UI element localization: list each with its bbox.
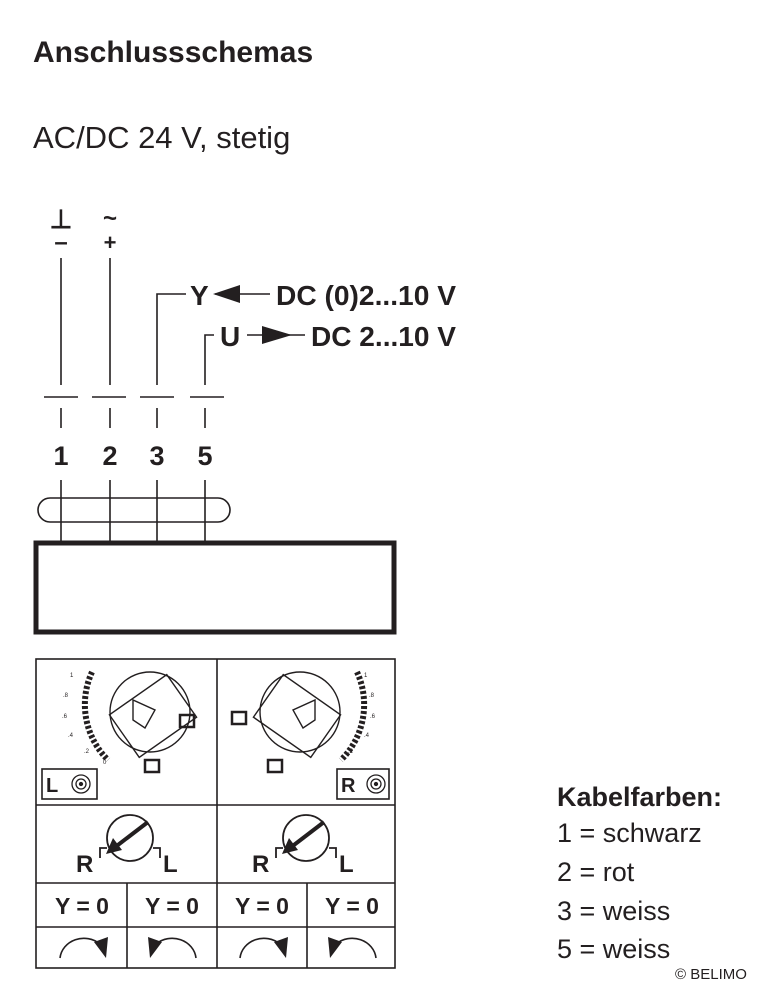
y-cell-3: Y = 0 (235, 893, 289, 919)
pot-label-l-right: L (339, 851, 354, 878)
pot-label-r-right: R (252, 851, 269, 878)
legend-heading: Kabelfarben: (557, 782, 723, 812)
arrow-left-icon (213, 285, 240, 303)
svg-text:.8: .8 (63, 693, 69, 699)
rotate-ccw-icon (148, 937, 197, 959)
plus-symbol: + (104, 230, 117, 255)
y-cell-2: Y = 0 (145, 893, 199, 919)
actuator-box (33, 540, 397, 635)
svg-text:.6: .6 (62, 714, 68, 720)
spring-icon (366, 774, 386, 794)
rotate-cw-icon (59, 937, 108, 959)
mode-label-left: L (46, 775, 58, 797)
legend-item: 3 = weiss (557, 896, 671, 926)
u-signal-label: U (220, 321, 240, 352)
ground-symbol: ⊥ (50, 204, 73, 234)
y-cell-1: Y = 0 (55, 893, 109, 919)
spring-icon (71, 774, 91, 794)
page-title: Anschlussschemas (33, 36, 314, 69)
y-signal-label: Y (190, 280, 209, 311)
terminal-2: 2 (102, 441, 117, 471)
terminal-breaks (44, 396, 224, 428)
scale-left: 1 .8 .6 .4 .2 0 (62, 673, 107, 766)
actuator-illustration-left (81, 670, 198, 774)
y-cell-4: Y = 0 (325, 893, 379, 919)
mode-label-right: R (341, 775, 356, 797)
svg-text:.6: .6 (370, 714, 376, 720)
terminal-1: 1 (53, 441, 68, 471)
svg-text:.2: .2 (348, 749, 354, 755)
potentiometer-icon-right (275, 814, 337, 862)
mode-box-left (41, 768, 98, 800)
pot-label-r-left: R (76, 851, 93, 878)
arrow-right-icon (262, 326, 292, 344)
actuator-illustration-right (230, 670, 368, 774)
terminal-5: 5 (197, 441, 212, 471)
rotate-ccw-icon (328, 937, 377, 959)
minus-symbol: – (54, 229, 67, 256)
potentiometer-icon-left (99, 814, 161, 862)
u-signal-range: DC 2...10 V (311, 321, 456, 352)
svg-text:.4: .4 (364, 733, 370, 739)
svg-text:.4: .4 (68, 733, 74, 739)
wires-upper (60, 258, 305, 385)
legend-item: 5 = weiss (557, 934, 671, 964)
rotate-cw-icon (239, 937, 288, 959)
scale-right: 1 .8 .6 .4 .2 (348, 673, 376, 755)
wires-lower (60, 480, 206, 542)
mode-box-right (336, 768, 390, 800)
copyright: © BELIMO (675, 966, 747, 983)
cable-sleeve (37, 497, 231, 523)
legend-item: 1 = schwarz (557, 818, 702, 848)
svg-text:1: 1 (364, 673, 368, 679)
function-table (35, 658, 396, 969)
svg-text:0: 0 (103, 760, 107, 766)
ac-symbol: ~ (103, 205, 117, 232)
subtitle: AC/DC 24 V, stetig (33, 120, 291, 155)
pot-label-l-left: L (163, 851, 178, 878)
svg-text:.2: .2 (84, 749, 90, 755)
y-signal-range: DC (0)2...10 V (276, 280, 456, 311)
svg-text:1: 1 (70, 673, 74, 679)
legend-item: 2 = rot (557, 857, 635, 887)
svg-text:.8: .8 (369, 693, 375, 699)
terminal-3: 3 (149, 441, 164, 471)
